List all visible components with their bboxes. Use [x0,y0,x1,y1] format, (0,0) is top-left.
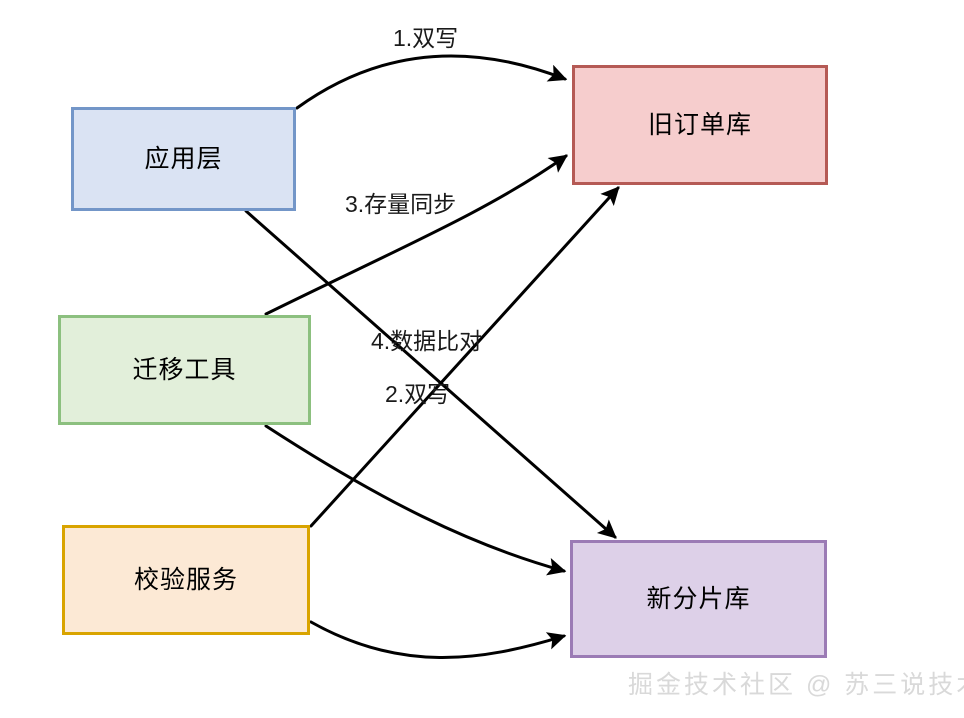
node-validation-service-label: 校验服务 [133,565,238,594]
edge-edge-2 [244,209,617,539]
edge-edge-3 [264,154,568,316]
edge-edge-1 [295,54,568,110]
node-migration-tool-label: 迁移工具 [132,355,237,384]
edge-edge-4b [309,620,567,659]
node-app-layer-label: 应用层 [144,144,223,173]
edge-edge-3b [264,424,567,576]
node-new-shard-db-label: 新分片库 [646,584,751,613]
edge-label-2-dual-write: 2.双写 [385,381,451,407]
node-old-order-db-label: 旧订单库 [647,110,752,139]
node-old-order-db[interactable]: 旧订单库 [572,65,828,185]
node-app-layer[interactable]: 应用层 [71,107,296,211]
node-migration-tool[interactable]: 迁移工具 [58,315,311,425]
edge-label-3-stock-sync: 3.存量同步 [345,191,457,217]
node-validation-service[interactable]: 校验服务 [62,525,310,635]
edge-label-4-data-compare: 4.数据比对 [371,328,483,354]
edge-label-1-dual-write: 1.双写 [393,25,459,51]
edge-edge-4 [309,186,620,528]
node-new-shard-db[interactable]: 新分片库 [570,540,827,658]
watermark-text: 掘金技术社区 @ 苏三说技术 [628,671,964,699]
